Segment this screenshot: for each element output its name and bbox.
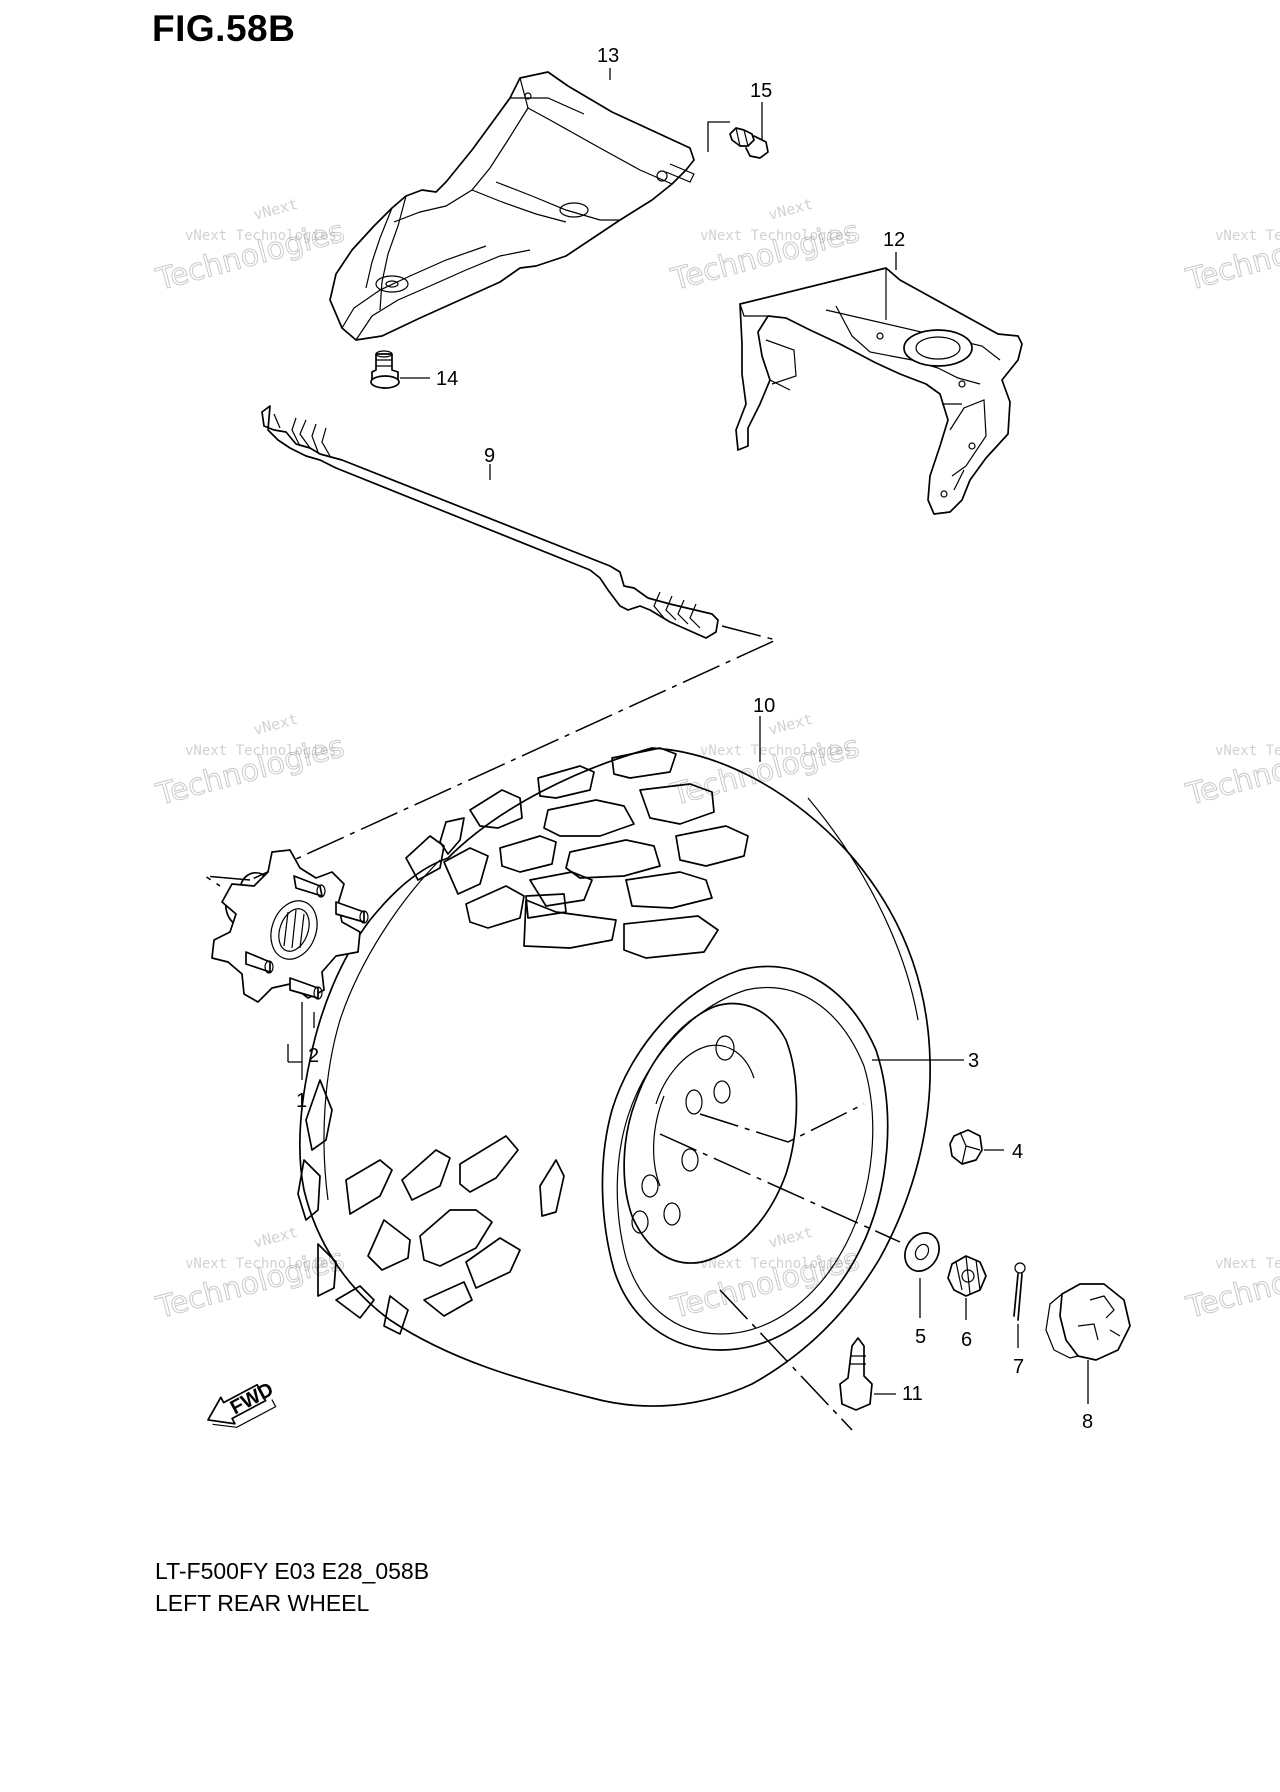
svg-text:Technologies: Technologies [1182, 214, 1280, 298]
watermark: vNext vNext Technologies Technologies [1182, 729, 1280, 814]
svg-text:Technologies: Technologies [1182, 1242, 1280, 1326]
callout-4: 4 [1012, 1141, 1023, 1163]
svg-text:vNext Technologies: vNext Technologies [185, 1256, 337, 1272]
callout-12: 12 [883, 229, 905, 251]
svg-text:Technologies: Technologies [667, 729, 863, 813]
part-4-nut [949, 1129, 1004, 1165]
svg-text:Technologies: Technologies [152, 729, 348, 813]
centerline-nut [699, 1103, 865, 1143]
centerline-hub [204, 875, 251, 887]
centerline-washer [659, 1133, 901, 1243]
callout-labels: 1 2 3 4 5 6 7 8 9 10 11 12 13 14 15 [296, 45, 1093, 1433]
leader-1-2 [287, 1002, 303, 1080]
diagram-title: LEFT REAR WHEEL [155, 1590, 370, 1616]
model-code: LT-F500FY E03 E28_058B [155, 1558, 430, 1584]
svg-text:vNext Technologies: vNext Technologies [185, 228, 337, 244]
callout-10: 10 [753, 695, 775, 717]
callout-5: 5 [915, 1326, 926, 1348]
svg-text:Technologies: Technologies [667, 214, 863, 298]
fwd-arrow-icon: FWD [207, 1378, 278, 1428]
part-3-wheel [601, 965, 964, 1351]
watermark: vNext vNext Technologies Technologies [1182, 214, 1280, 299]
part-5-washer [904, 1232, 940, 1318]
svg-text:vNext: vNext [766, 1223, 814, 1252]
part-6-castle-nut [947, 1255, 987, 1320]
callout-14: 14 [436, 368, 458, 390]
svg-text:vNext Technologies: vNext Technologies [700, 228, 852, 244]
part-9-axle-shaft [261, 405, 719, 639]
svg-text:vNext Technologies: vNext Technologies [700, 743, 852, 759]
svg-text:vNext: vNext [766, 195, 814, 224]
part-15-bolt [707, 121, 769, 159]
svg-text:vNext Technologies: vNext Technologies [185, 743, 337, 759]
centerline-shaft [249, 625, 779, 881]
callout-7: 7 [1013, 1356, 1024, 1378]
watermark: vNext vNext Technologies Technologies [667, 195, 864, 299]
svg-text:vNext Technologies: vNext Technologies [1215, 228, 1280, 244]
centerline-valve [719, 1289, 853, 1431]
callout-8: 8 [1082, 1411, 1093, 1433]
svg-text:vNext Technologies: vNext Technologies [700, 1256, 852, 1272]
callout-3: 3 [968, 1050, 979, 1072]
svg-text:vNext Technologies: vNext Technologies [1215, 743, 1280, 759]
part-2-stud [245, 875, 369, 1000]
figure-title: FIG.58B [152, 8, 296, 49]
watermark: vNext vNext Technologies Technologies [152, 710, 349, 814]
part-12-bracket [735, 252, 1023, 515]
part-8-hub-cap [1045, 1283, 1131, 1404]
svg-text:Technologies: Technologies [152, 214, 348, 298]
callout-1: 1 [296, 1090, 307, 1112]
watermark: vNext vNext Technologies Technologies [667, 1223, 864, 1327]
part-10-tire [297, 747, 931, 1407]
watermark: vNext vNext Technologies Technologies [152, 195, 349, 299]
callout-15: 15 [750, 80, 772, 102]
svg-text:vNext Technologies: vNext Technologies [1215, 1256, 1280, 1272]
part-13-guard [329, 71, 695, 341]
part-7-cotter-pin [1013, 1262, 1026, 1348]
part-14-bolt [370, 350, 430, 389]
callout-11: 11 [902, 1383, 923, 1405]
callout-6: 6 [961, 1329, 972, 1351]
svg-text:vNext: vNext [251, 1223, 299, 1252]
fwd-label: FWD [227, 1378, 278, 1419]
part-11-valve [839, 1337, 896, 1411]
watermark: vNext vNext Technologies Technologies [1182, 1242, 1280, 1327]
svg-text:vNext: vNext [251, 195, 299, 224]
svg-text:vNext: vNext [251, 710, 299, 739]
callout-13: 13 [597, 45, 619, 67]
part-1-hub [211, 849, 369, 1003]
callout-2: 2 [308, 1045, 319, 1067]
callout-9: 9 [484, 445, 495, 467]
watermarks: vNext vNext Technologies Technologies vN… [152, 195, 1280, 1327]
svg-text:Technologies: Technologies [667, 1242, 863, 1326]
watermark: vNext vNext Technologies Technologies [667, 710, 864, 814]
svg-text:Technologies: Technologies [1182, 729, 1280, 813]
